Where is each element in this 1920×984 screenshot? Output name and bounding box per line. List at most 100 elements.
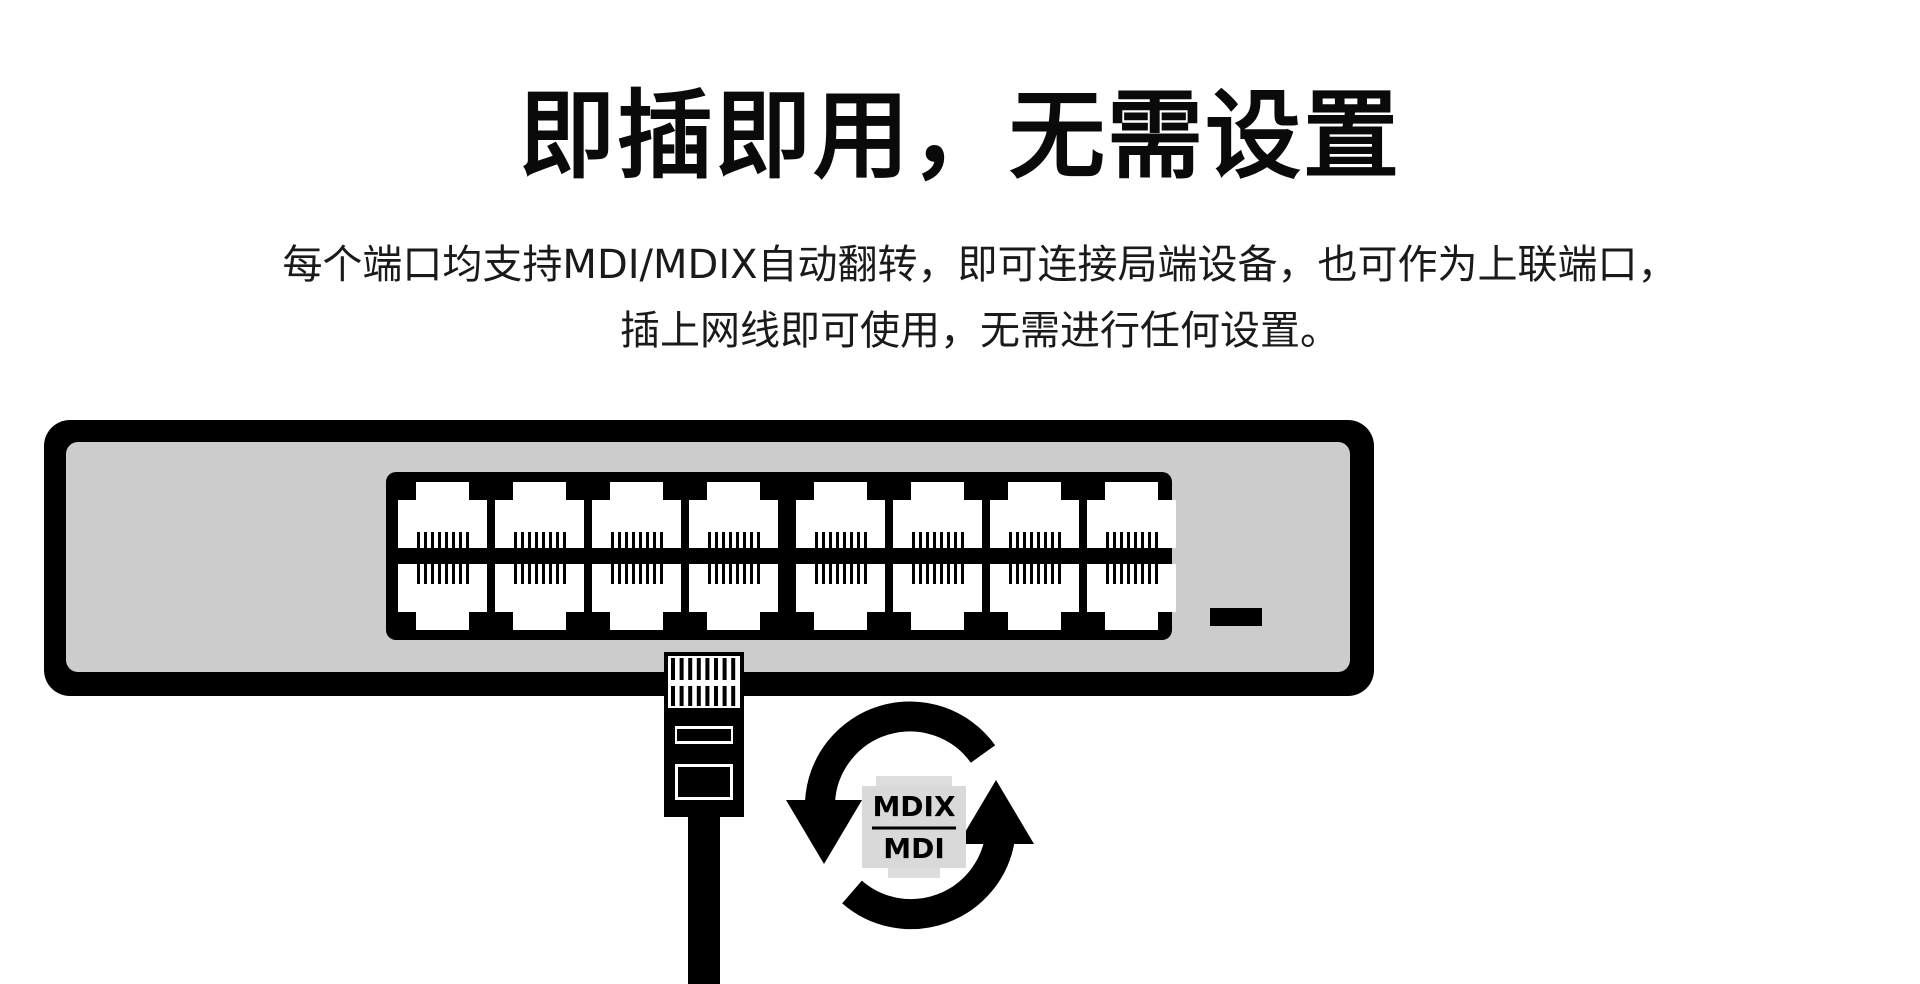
port-pin bbox=[954, 564, 957, 584]
port-pin bbox=[926, 532, 929, 552]
port-pin bbox=[864, 564, 867, 584]
port-pin bbox=[639, 564, 642, 584]
port-pin bbox=[857, 564, 860, 584]
rj45-latch-slot bbox=[677, 729, 731, 741]
rj45-pin bbox=[688, 686, 693, 706]
port-pin bbox=[715, 564, 718, 584]
port-pin bbox=[528, 532, 531, 552]
port-pin bbox=[445, 564, 448, 584]
port-pin bbox=[850, 564, 853, 584]
ethernet-ports bbox=[398, 482, 1176, 630]
ethernet-port bbox=[495, 482, 584, 630]
port-pin bbox=[514, 564, 517, 584]
port-pin bbox=[452, 564, 455, 584]
port-pin bbox=[1134, 564, 1137, 584]
port-pin bbox=[815, 564, 818, 584]
port-pin bbox=[729, 532, 732, 552]
rj45-pin bbox=[696, 658, 701, 680]
port-pin bbox=[1030, 532, 1033, 552]
port-pin bbox=[556, 532, 559, 552]
port-pin bbox=[822, 564, 825, 584]
port-jack-upper bbox=[893, 482, 982, 548]
port-pin bbox=[836, 532, 839, 552]
port-pin bbox=[542, 532, 545, 552]
port-jack-upper bbox=[398, 482, 487, 548]
port-pin bbox=[708, 564, 711, 584]
port-pin bbox=[632, 532, 635, 552]
auto-mdix-symbol: MDIX MDI bbox=[786, 701, 1034, 930]
port-pin bbox=[815, 532, 818, 552]
port-pin bbox=[1148, 532, 1151, 552]
port-jack-lower bbox=[893, 564, 982, 630]
rj45-pin bbox=[722, 686, 727, 706]
port-pin bbox=[521, 564, 524, 584]
port-pin bbox=[1009, 532, 1012, 552]
port-pin bbox=[1051, 532, 1054, 552]
port-pin bbox=[424, 564, 427, 584]
ethernet-port bbox=[398, 482, 487, 630]
port-pin bbox=[843, 564, 846, 584]
port-pin bbox=[1127, 564, 1130, 584]
rj45-pin bbox=[671, 686, 675, 706]
port-pin bbox=[528, 564, 531, 584]
port-pin bbox=[843, 532, 846, 552]
port-pin bbox=[940, 532, 943, 552]
port-jack-upper bbox=[689, 482, 778, 548]
port-pin bbox=[563, 564, 566, 584]
port-pin bbox=[1016, 564, 1019, 584]
port-jack-lower bbox=[1087, 564, 1176, 630]
port-jack-lower bbox=[990, 564, 1079, 630]
port-pin bbox=[1141, 564, 1144, 584]
port-jack-lower bbox=[796, 564, 885, 630]
port-pin bbox=[715, 532, 718, 552]
ethernet-port bbox=[592, 482, 681, 630]
port-pin bbox=[438, 532, 441, 552]
port-pin bbox=[736, 564, 739, 584]
rj45-pins bbox=[671, 658, 736, 706]
port-pin bbox=[722, 564, 725, 584]
port-pin bbox=[1030, 564, 1033, 584]
port-pin bbox=[1106, 532, 1109, 552]
port-pin bbox=[556, 564, 559, 584]
port-pin bbox=[1148, 564, 1151, 584]
ethernet-port bbox=[893, 482, 982, 630]
mode-label-mdix: MDIX bbox=[872, 790, 956, 823]
port-pin bbox=[459, 564, 462, 584]
port-pin bbox=[445, 532, 448, 552]
port-jack-lower bbox=[398, 564, 487, 630]
port-pin bbox=[919, 532, 922, 552]
port-pin bbox=[1058, 532, 1061, 552]
rotate-arrowhead-left-icon bbox=[786, 800, 862, 864]
rj45-pin bbox=[688, 658, 693, 680]
port-pin bbox=[466, 564, 469, 584]
port-pin bbox=[549, 564, 552, 584]
port-pin bbox=[625, 564, 628, 584]
ethernet-port bbox=[689, 482, 778, 630]
switch-diagram: MDIX MDI bbox=[44, 420, 1374, 984]
port-pin bbox=[1023, 532, 1026, 552]
status-led bbox=[1210, 608, 1262, 626]
port-pin bbox=[1106, 564, 1109, 584]
port-pin bbox=[459, 532, 462, 552]
port-pin bbox=[1051, 564, 1054, 584]
port-pin bbox=[521, 532, 524, 552]
port-pin bbox=[743, 532, 746, 552]
port-pin bbox=[750, 532, 753, 552]
port-pin bbox=[1155, 532, 1158, 552]
ethernet-port bbox=[1087, 482, 1176, 630]
port-pin bbox=[822, 532, 825, 552]
port-pin bbox=[1037, 564, 1040, 584]
cable-wire bbox=[688, 800, 720, 984]
ethernet-port bbox=[990, 482, 1079, 630]
port-pin bbox=[933, 532, 936, 552]
mode-label-mdi: MDI bbox=[883, 832, 945, 865]
rj45-contact-area bbox=[668, 656, 740, 708]
port-pin bbox=[708, 532, 711, 552]
port-pin bbox=[1058, 564, 1061, 584]
port-pin bbox=[611, 564, 614, 584]
port-pin bbox=[660, 564, 663, 584]
port-pin bbox=[947, 532, 950, 552]
port-pin bbox=[1155, 564, 1158, 584]
port-pin bbox=[1113, 564, 1116, 584]
port-jack-upper bbox=[796, 482, 885, 548]
